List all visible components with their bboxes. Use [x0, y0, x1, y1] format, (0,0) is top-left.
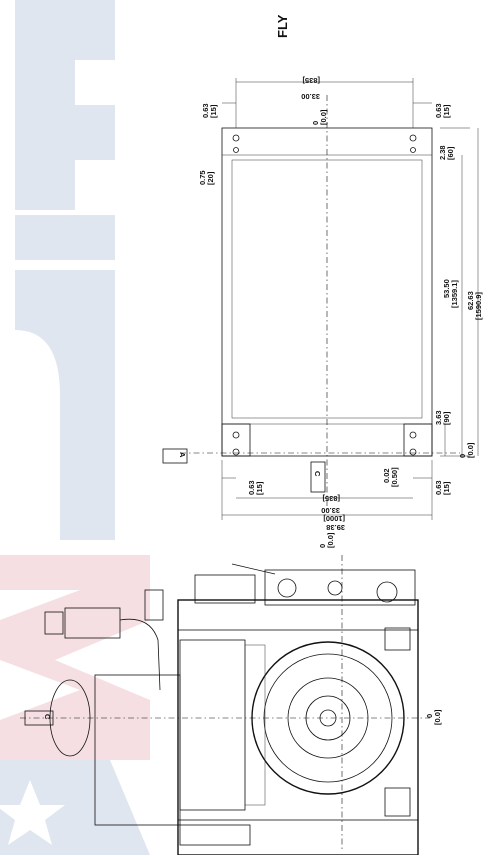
engine-block — [179, 639, 246, 811]
dim-origin-mm: [0.0] — [319, 109, 328, 125]
drawing-title: FLY — [275, 14, 290, 38]
watermark-star-icon — [0, 780, 65, 845]
top-dimension-labels: 33.00 [835] 0.63 [15] 0.63 [15] 0 [0.0] … — [198, 76, 483, 548]
mount-hole-bottom-right-2 — [409, 448, 417, 456]
dim-flywheel-zero-mm: [0.0] — [326, 532, 335, 548]
dim-center-offset-in: 0.02 — [382, 468, 391, 483]
datum-c-top-frame — [310, 461, 326, 493]
datum-c-top-label: C — [313, 471, 322, 477]
dim-length-in: 53.50 — [442, 279, 451, 298]
dim-top-right-offset-in: 0.63 — [434, 103, 443, 118]
mount-hole-bottom-left — [232, 431, 240, 439]
alternator-housing — [194, 574, 256, 604]
datum-c-side-label: C — [43, 714, 52, 720]
flywheel-inner — [287, 677, 369, 759]
engine-mount-upper — [384, 627, 411, 651]
top-dimension-lines — [221, 78, 479, 520]
datum-a-frame — [162, 448, 188, 464]
dim-flywheel-zero-in: 0 — [318, 544, 327, 548]
air-cleaner — [94, 674, 181, 826]
dim-origin-in: 0 — [311, 121, 320, 125]
engine-mount-right — [384, 787, 411, 817]
dim-top-left-offset-in: 0.63 — [201, 103, 210, 118]
mount-hole-bottom-right — [409, 431, 417, 439]
dim-top-width-in: 33.00 — [301, 92, 320, 101]
dim-top-width-mm: [835] — [302, 76, 320, 85]
engine-block-side — [244, 644, 266, 806]
dim-bottom-right-offset-mm: [90] — [442, 411, 451, 425]
mount-hole-left-upper — [233, 147, 239, 153]
dim-overall-width-mm: [1000] — [323, 514, 345, 523]
dim-bottom-right-hole-in: 0.63 — [434, 480, 443, 495]
mount-hole-top-left — [232, 134, 240, 142]
dim-right-top-offset-mm: [60] — [446, 146, 455, 160]
watermark-letter-f-bar1 — [75, 0, 115, 60]
dim-bottom-width-in: 33.00 — [321, 506, 340, 515]
pulley-right — [376, 581, 398, 603]
watermark-letter-w — [0, 555, 150, 760]
air-cleaner-cap — [49, 679, 91, 757]
engine-side-view — [20, 555, 430, 856]
watermark-letter-f — [15, 0, 75, 210]
dim-right-zero-in: 0 — [458, 454, 467, 458]
dim-engine-zero-mm: [0.0] — [433, 709, 442, 725]
exhaust-flange — [44, 611, 64, 635]
flywheel-hub — [305, 695, 351, 741]
dim-length-mm: [1359.1] — [450, 280, 459, 308]
dim-bottom-width-mm: [835] — [322, 494, 340, 503]
dim-bottom-right-offset-in: 3.63 — [434, 410, 443, 425]
flywheel-center-bore — [319, 709, 337, 727]
dim-top-right-offset-mm: [15] — [442, 104, 451, 118]
dim-top-left-offset-mm: [15] — [209, 104, 218, 118]
datum-c-top: C — [310, 461, 326, 493]
dim-bottom-left-offset-mm: [15] — [255, 481, 264, 495]
frame-inner-panel — [231, 159, 423, 419]
dim-overall-length-in: 62.63 — [466, 291, 475, 310]
dim-left-hole-offset-in: 0.75 — [198, 170, 207, 185]
lift-hook — [231, 563, 276, 575]
exhaust-outlet — [144, 589, 164, 621]
frame-top-view — [180, 95, 460, 510]
oil-pan — [179, 824, 251, 846]
exhaust-elbow — [119, 618, 161, 691]
mount-hole-top-right — [409, 134, 417, 142]
dim-bottom-left-offset-in: 0.63 — [247, 480, 256, 495]
exhaust-bellows — [64, 607, 121, 639]
watermark-letter-i — [15, 215, 115, 260]
engine-top-rail — [177, 599, 419, 631]
watermark-logo — [0, 0, 150, 855]
dim-left-hole-offset-mm: [20] — [206, 171, 215, 185]
engine-head-assembly — [264, 569, 416, 606]
datum-a: A — [162, 448, 188, 464]
pulley-left — [277, 578, 297, 598]
dim-overall-width-in: 39.38 — [326, 523, 345, 532]
dim-bottom-right-hole-mm: [15] — [442, 481, 451, 495]
dim-right-top-offset-in: 2.38 — [438, 145, 447, 160]
flywheel-outer — [263, 653, 393, 783]
dim-right-zero-mm: [0.0] — [466, 442, 475, 458]
mount-hole-bottom-left-2 — [232, 448, 240, 456]
datum-a-label: A — [178, 452, 187, 458]
mount-hole-right-upper — [410, 147, 416, 153]
corner-plate-right — [403, 423, 433, 457]
watermark-letter-r — [15, 270, 115, 540]
pulley-center — [327, 580, 343, 596]
engine-base-frame — [177, 599, 419, 856]
flywheel-housing — [251, 641, 405, 795]
watermark-letter-f-bar2 — [75, 105, 115, 160]
dim-engine-zero-in: 0 — [425, 714, 434, 718]
dim-center-offset-mm: [0.50] — [390, 467, 399, 487]
corner-plate-left — [221, 423, 251, 457]
dim-overall-length-mm: [1590.9] — [474, 292, 483, 320]
